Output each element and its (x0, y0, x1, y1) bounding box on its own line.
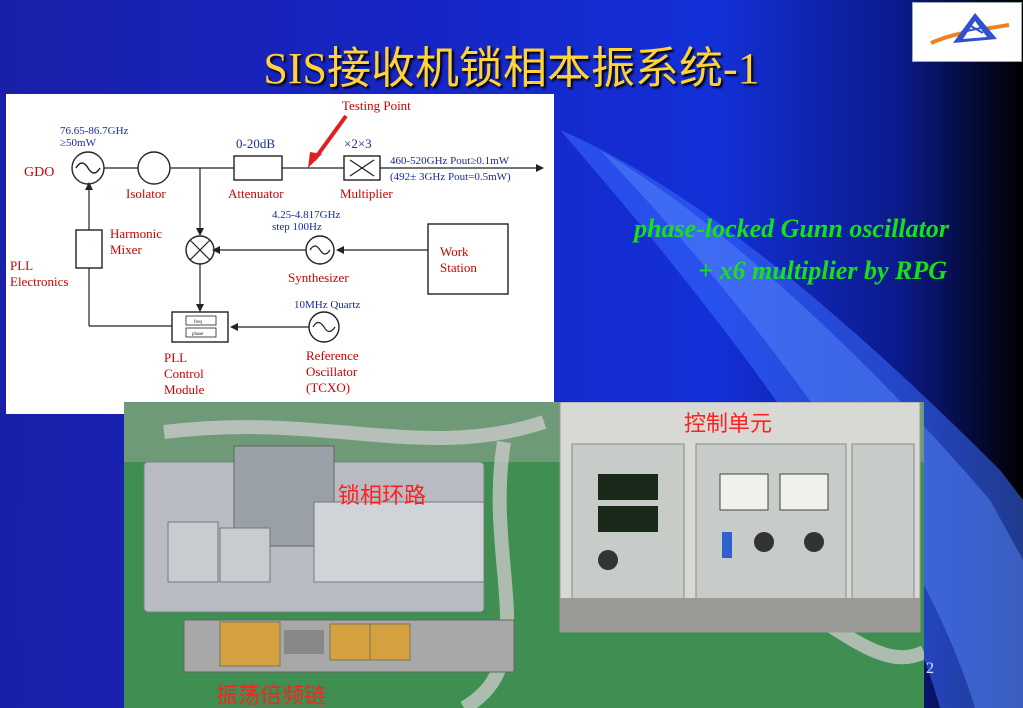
attenuator-label: Attenuator (228, 186, 284, 201)
caption-line-2: + x6 multiplier by RPG (698, 256, 947, 285)
pll-electronics-label-2: Electronics (10, 274, 68, 289)
institution-logo (912, 2, 1022, 62)
slide-title: SIS接收机锁相本振系统-1 (263, 44, 760, 93)
caption-line-1: phase-locked Gunn oscillator (634, 214, 949, 243)
label-pll: 锁相环路 (338, 484, 427, 509)
quartz-label: 10MHz Quartz (294, 299, 360, 311)
hardware-photo: 控制单元 锁相环路 振荡倍频链 (124, 402, 924, 708)
pll-control-label-2: Control (164, 366, 204, 381)
output-spec-2: (492± 3GHz Pout=0.5mW) (390, 171, 511, 183)
logo-icon (930, 13, 1010, 45)
pll-box-phase: phase (192, 332, 204, 337)
harmonic-mixer-label-1: Harmonic (110, 226, 162, 241)
ref-label-2: Oscillator (306, 364, 358, 379)
pll-electronics-box (75, 229, 103, 269)
page-number: 2 (926, 660, 934, 677)
synth-freq: 4.25-4.817GHz (272, 209, 341, 221)
attenuator-range: 0-20dB (236, 136, 275, 151)
pll-control-label-3: Module (164, 382, 205, 397)
gdo-power-text: ≥50mW (60, 137, 97, 149)
gdo-freq-text: 76.65-86.7GHz (60, 125, 129, 137)
workstation-label-1: Work (440, 244, 469, 259)
label-control-unit: 控制单元 (684, 412, 773, 437)
testing-point-arrow (312, 114, 348, 162)
pll-control-label-1: PLL (164, 350, 187, 365)
pll-box-freq: freq (194, 320, 203, 325)
pll-electronics-label-1: PLL (10, 258, 33, 273)
attenuator-box (233, 155, 283, 181)
gdo-label: GDO (24, 165, 54, 180)
isolator-icon (137, 151, 171, 185)
ref-label-1: Reference (306, 348, 359, 363)
workstation-label-2: Station (440, 260, 477, 275)
synth-step: step 100Hz (272, 221, 322, 233)
output-spec-1: 460-520GHz Pout≥0.1mW (390, 155, 510, 167)
synthesizer-label: Synthesizer (288, 270, 349, 285)
testing-point-label: Testing Point (342, 98, 411, 113)
workstation-box (427, 223, 509, 295)
ref-label-3: (TCXO) (306, 380, 350, 395)
isolator-label: Isolator (126, 186, 166, 201)
multiplier-factor: ×2×3 (344, 136, 372, 151)
label-multiplier-chain: 振荡倍频链 (216, 684, 327, 708)
multiplier-label: Multiplier (340, 186, 393, 201)
harmonic-mixer-label-2: Mixer (110, 242, 142, 257)
pll-block-diagram: 76.65-86.7GHz ≥50mW GDO Isolator 0-20dB … (6, 94, 554, 414)
